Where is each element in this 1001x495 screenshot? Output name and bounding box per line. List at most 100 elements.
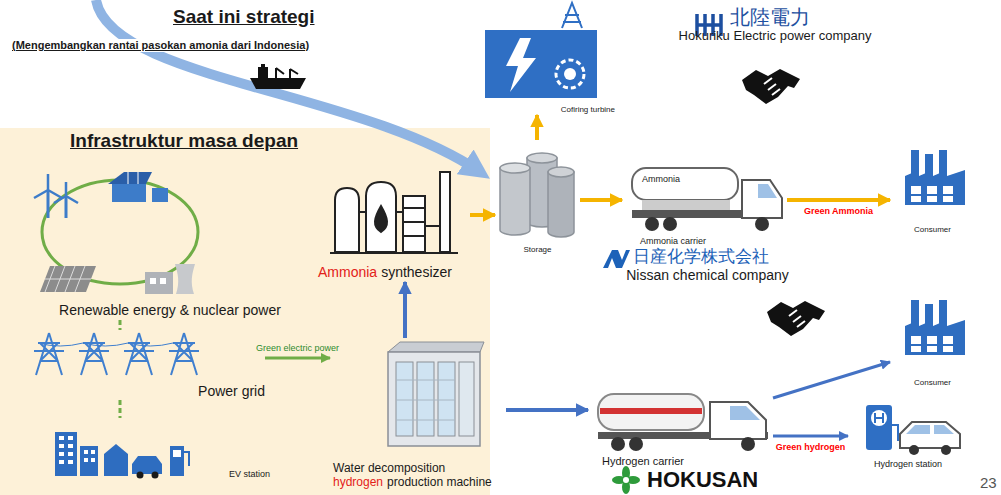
power-plant-icon: [562, 3, 582, 28]
future-region: [0, 128, 490, 495]
city-ev-icons: [184, 452, 189, 466]
power-grid-towers: [79, 333, 109, 375]
title-text: Saat ini strategi: [170, 6, 318, 28]
renewable-cycle: [175, 264, 195, 294]
handshake-icons: [742, 69, 800, 104]
city-ev-icons: [170, 446, 184, 476]
ammonia-truck: [632, 168, 782, 231]
city-ev-icons: [152, 472, 159, 479]
power-grid-towers: [34, 333, 64, 375]
electrolyzer-icon: [388, 342, 484, 352]
hydrogen-truck: [629, 437, 643, 451]
ammonia-synthesizer-icon: [330, 252, 458, 254]
flow-arrow: [119, 320, 122, 330]
power-plant-icon: [485, 3, 597, 98]
storage-block: Storage: [495, 140, 580, 255]
consumer-block: Consumer: [890, 293, 975, 388]
power-grid-towers: [169, 333, 199, 375]
ship-icon: [250, 64, 306, 89]
company-logos: [612, 466, 640, 494]
flow-arrow: [787, 198, 890, 202]
node-sublabel: hydrogen: [333, 476, 383, 490]
ammonia-synthesizer-icon: [335, 188, 359, 252]
ammonia-truck: [632, 168, 738, 200]
storage-tanks: [500, 168, 530, 235]
consumer-factories: [905, 150, 965, 205]
company-logos: [623, 477, 629, 483]
hydrogen-truck: [598, 394, 768, 451]
hydrogen-station-icon: [866, 405, 892, 450]
consumer-block: Consumer: [890, 135, 975, 235]
node-label: Power grid: [198, 383, 265, 399]
renewable-cycle: [112, 184, 146, 202]
renewable-cycle: [45, 266, 91, 292]
edge-label: Green hydrogen: [774, 442, 848, 452]
synthesizer-block: Ammoniasynthesizer: [300, 162, 470, 282]
node-label: 北陸電力: [730, 6, 810, 29]
truck-block: AmmoniaAmmonia carrier: [622, 158, 787, 246]
electrolyzer-icon: [438, 362, 455, 436]
energy-source: Renewable energy & nuclear power: [5, 165, 335, 320]
hydrogen-station-icon: [906, 425, 954, 434]
hydrogen-truck: [611, 437, 625, 451]
electrolyzer-icon: [396, 362, 413, 436]
grid-block: Power grid: [21, 330, 265, 400]
electrolyzer-icon: [396, 380, 455, 420]
ev-block: EV station: [41, 418, 270, 480]
electrolyzer-icon: [459, 362, 474, 436]
renewable-cycle: [160, 278, 166, 284]
power-plant-icon: [564, 68, 576, 80]
renewable-cycle: [34, 172, 198, 294]
power-grid-towers: [34, 333, 199, 375]
ship-icon: [258, 67, 268, 78]
city-ev-icons: [173, 450, 181, 457]
node-label: Ammonia: [642, 174, 680, 184]
handshake-icons: [767, 301, 825, 336]
ammonia-synthesizer-icon: [366, 182, 396, 252]
city-ev-icons: [104, 444, 128, 476]
flow-arrow: [535, 115, 539, 140]
power-grid-towers: [124, 333, 154, 375]
node-label: 日産化学株式会社: [633, 247, 769, 267]
flow-arrow: [773, 435, 848, 438]
flow-arrow: [580, 198, 622, 202]
ammonia-truck: [663, 217, 677, 231]
city-ev-icons: [59, 438, 95, 462]
hydrogen-station-icon: [900, 422, 960, 448]
renewable-cycle: [152, 188, 168, 202]
node-sublabel: Ammonia carrier: [640, 236, 706, 246]
ship-icon: [250, 78, 306, 89]
node-label: Ammonia: [318, 264, 377, 280]
subtitle-text: (Mengembangkan rantai pasokan amonia dar…: [10, 39, 311, 52]
node-label: Cofiring turbine: [561, 105, 615, 114]
node-label: Hydrogen station: [874, 459, 942, 469]
electrolyzer-block: Water decompositionhydrogenproduction ma…: [330, 338, 506, 492]
ship-icon: [276, 68, 298, 78]
node-sublabel: Nissan chemical company: [626, 267, 789, 283]
region-panel: Infrastruktur masa depanRenewable energy…: [0, 128, 490, 495]
city-ev-icons: [80, 446, 98, 476]
storage-tanks: [548, 172, 574, 237]
storage-tanks: [500, 153, 574, 237]
ammonia-synthesizer-icon: [403, 196, 425, 252]
storage-tanks: [527, 153, 557, 163]
node-label: Storage: [523, 245, 551, 254]
node-sublabel: production machine: [387, 476, 492, 490]
electrolyzer-icon: [417, 362, 434, 436]
ammonia-synthesizer-icon: [440, 172, 450, 252]
electrolyzer-icon: [388, 342, 484, 446]
ammonia-synthesizer-icon: [375, 206, 387, 232]
flow-arrow: [506, 408, 588, 412]
city-ev-icons: [132, 456, 162, 474]
renewable-cycle: [34, 174, 78, 203]
flow-arrow: [119, 400, 122, 418]
station-block: Hydrogen station: [848, 398, 968, 470]
hydrogen-station-icon: [866, 405, 960, 455]
hydrogen-truck: [710, 402, 766, 439]
hydrogen-station-icon: [941, 445, 951, 455]
edge-label: Green Ammonia: [802, 206, 875, 216]
company-block: HOKUSAN: [605, 466, 780, 494]
flow-arrow: [403, 282, 407, 338]
